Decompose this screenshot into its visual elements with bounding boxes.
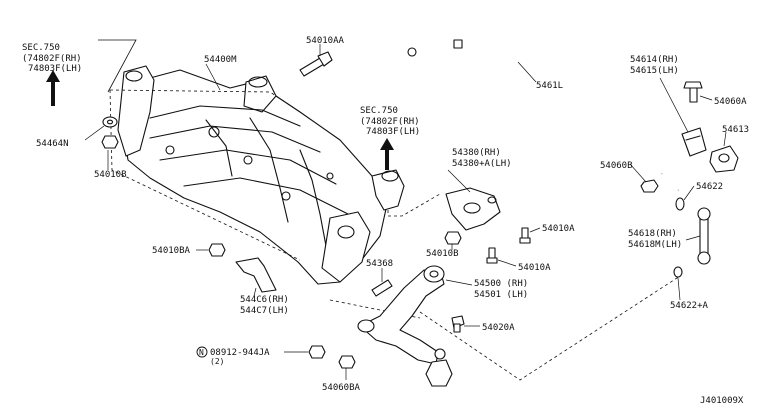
dash-line-4: [419, 275, 681, 381]
drawing-id: J401009X: [700, 396, 744, 406]
leader-54010a-upper: [529, 227, 541, 233]
label-sec-left-3: 74803F(LH): [28, 64, 82, 74]
nut-54010b: [101, 135, 119, 149]
leader-54400m: [205, 63, 221, 91]
leader-54613: [723, 131, 727, 147]
label-544c7: 544C7(LH): [240, 306, 289, 316]
label-54060ba: 54060BA: [322, 383, 361, 393]
label-54010ba: 54010BA: [152, 246, 191, 256]
leader-544c6: [253, 287, 257, 297]
label-54020a: 54020A: [482, 323, 515, 333]
label-54010aa: 54010AA: [306, 36, 345, 46]
link-54618: [697, 207, 711, 265]
leader-54622a: [677, 277, 681, 301]
bolt-54010aa: [299, 51, 333, 77]
bolt-n-badge: N: [196, 346, 208, 358]
nut-08912: [308, 345, 326, 359]
leader-54500: [445, 279, 473, 286]
label-54622a: 54622+A: [670, 301, 709, 311]
bolt-n-badge-text: N: [199, 348, 204, 357]
label-54400m: 54400M: [204, 55, 237, 65]
label-54010a-lower: 54010A: [518, 263, 551, 273]
upper-link-54380: [445, 187, 501, 231]
label-54010b-mid: 54010B: [426, 249, 459, 259]
label-54060a: 54060A: [714, 97, 747, 107]
arrow-up-icon: [380, 138, 394, 170]
nut-54010b-mid: [444, 231, 462, 245]
nut-54010ba: [208, 243, 226, 257]
stabilizer-bar-5461l: [407, 39, 679, 192]
leader-54464n: [84, 125, 105, 141]
label-08912: 08912-944JA: [210, 348, 270, 358]
bracket-544c6: [235, 257, 277, 293]
leader-54614: [659, 77, 689, 133]
clamp-54614: [681, 127, 707, 157]
washer-54622a: [673, 266, 683, 278]
label-54010b-left: 54010B: [94, 170, 127, 180]
label-sec-mid-3: 74803F(LH): [366, 127, 420, 137]
label-54464n: 54464N: [36, 139, 69, 149]
arrow-up-icon: [46, 70, 60, 106]
nut-54060ba: [338, 355, 356, 369]
label-54614: 54614(RH): [630, 55, 679, 65]
bolt-54368: [371, 279, 393, 297]
label-54622: 54622: [696, 182, 723, 192]
label-sec-left-2: (74802F(RH): [22, 54, 82, 64]
lower-arm-54500: [357, 265, 453, 387]
subframe-54400m: [117, 65, 405, 285]
label-54500: 54500 (RH): [474, 279, 528, 289]
leader-54622: [683, 185, 695, 201]
washer-54464n: [102, 116, 118, 128]
label-54618: 54618(RH): [628, 229, 677, 239]
label-54618m: 54618M(LH): [628, 240, 682, 250]
leader-54618: [685, 235, 701, 241]
label-08912-qty: (2): [210, 357, 224, 366]
label-54613: 54613: [722, 125, 749, 135]
dash-line-3: [387, 193, 441, 217]
bolt-54010a-lower: [486, 247, 498, 264]
label-54380a: 54380+A(LH): [452, 159, 512, 169]
label-5461l: 5461L: [536, 81, 563, 91]
bolt-54060a: [683, 81, 703, 103]
label-54615: 54615(LH): [630, 66, 679, 76]
sec-left-bracket: [98, 39, 137, 93]
leader-54060b: [629, 163, 647, 183]
washer-54622: [675, 197, 685, 211]
label-54380: 54380(RH): [452, 148, 501, 158]
label-54010a-upper: 54010A: [542, 224, 575, 234]
leader-54010a-lower: [497, 259, 517, 267]
label-sec-mid-1: SEC.750: [360, 106, 398, 116]
bolt-54020a: [451, 315, 465, 333]
leader-54380: [447, 169, 471, 193]
label-544c6: 544C6(RH): [240, 295, 289, 305]
bolt-54010a-upper: [519, 227, 531, 244]
leader-5461l: [517, 61, 537, 83]
label-54060b: 54060B: [600, 161, 633, 171]
leader-54060a: [699, 95, 713, 101]
bushing-54613: [709, 145, 739, 173]
label-sec-left-1: SEC.750: [22, 43, 60, 53]
label-54368: 54368: [366, 259, 393, 269]
label-sec-mid-2: (74802F(RH): [360, 117, 420, 127]
nut-54060b: [640, 179, 659, 193]
label-54501: 54501 (LH): [474, 290, 528, 300]
